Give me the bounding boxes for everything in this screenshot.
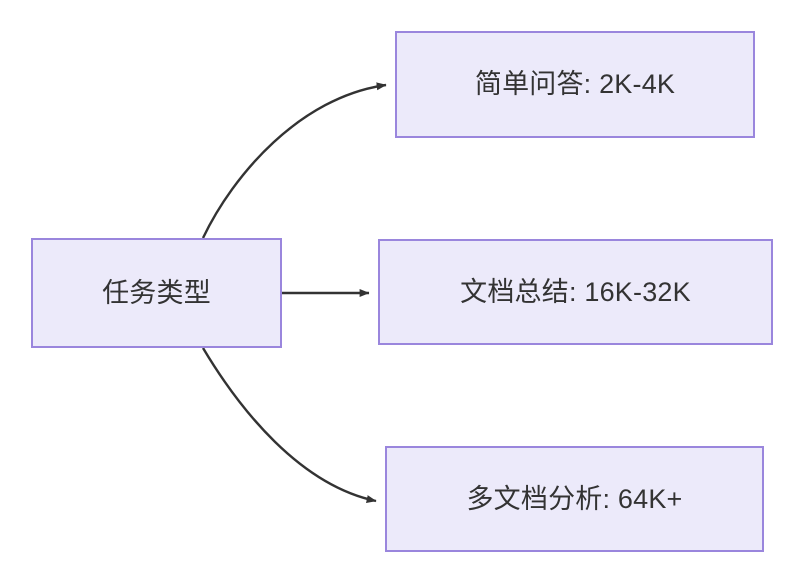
edge-root-multi (201, 347, 377, 503)
edge-root-simple (201, 82, 387, 239)
node-multi-document-analysis[interactable]: 多文档分析: 64K+ (385, 446, 764, 552)
node-label: 简单问答: 2K-4K (474, 69, 676, 100)
node-label: 任务类型 (102, 277, 211, 308)
node-label: 文档总结: 16K-32K (460, 276, 691, 307)
node-label: 多文档分析: 64K+ (466, 483, 683, 514)
node-simple-qa[interactable]: 简单问答: 2K-4K (395, 31, 755, 138)
node-task-type[interactable]: 任务类型 (31, 238, 282, 348)
node-document-summary[interactable]: 文档总结: 16K-32K (378, 239, 773, 345)
